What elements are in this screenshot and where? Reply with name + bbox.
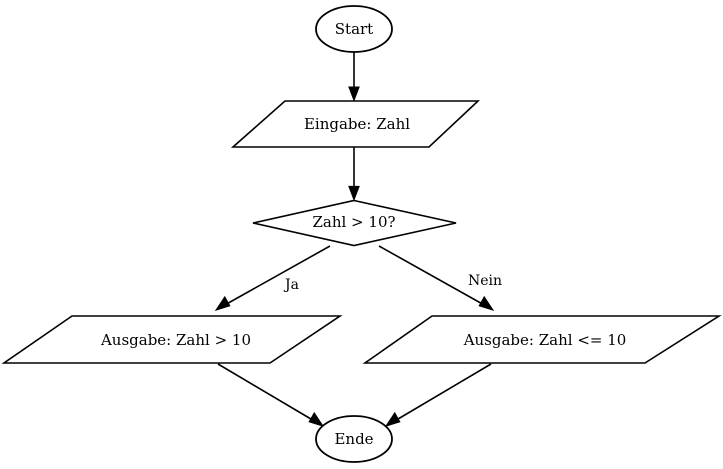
edge-ausgabe-nein-to-ende xyxy=(384,363,492,428)
start-ellipse-shape[interactable] xyxy=(315,5,393,53)
arrow-head-icon xyxy=(308,411,325,428)
edge-eingabe-to-bedingung xyxy=(348,147,360,202)
arrow-head-icon xyxy=(384,411,401,428)
edge-line xyxy=(392,363,492,423)
arrow-head-icon xyxy=(478,295,495,312)
node-label-ausgabe-nein: Ausgabe: Zahl <= 10 xyxy=(463,331,627,349)
bedingung-diamond-shape[interactable] xyxy=(252,199,457,247)
node-ausgabe-ja[interactable]: Ausgabe: Zahl > 10 xyxy=(1,315,343,364)
edge-ausgabe-ja-to-ende xyxy=(217,363,325,428)
node-label-start: Start xyxy=(335,20,373,38)
node-ende[interactable]: Ende xyxy=(315,415,393,463)
edge-line xyxy=(217,363,317,423)
edge-label-ja: Ja xyxy=(283,277,299,293)
node-label-ende: Ende xyxy=(334,430,373,448)
edge-bedingung-to-ausgabe-ja: Ja xyxy=(214,245,331,312)
node-start[interactable]: Start xyxy=(315,5,393,53)
edge-label-nein: Nein xyxy=(468,273,502,289)
node-label-ausgabe-ja: Ausgabe: Zahl > 10 xyxy=(100,331,251,349)
node-bedingung[interactable]: Zahl > 10? xyxy=(252,199,457,247)
node-label-eingabe: Eingabe: Zahl xyxy=(304,115,410,133)
node-eingabe[interactable]: Eingabe: Zahl xyxy=(230,100,481,148)
ausgabe-ja-parallelogram-shape[interactable] xyxy=(1,315,343,364)
eingabe-parallelogram-shape[interactable] xyxy=(230,100,481,148)
arrow-head-icon xyxy=(348,185,360,202)
ende-ellipse-shape[interactable] xyxy=(315,415,393,463)
ausgabe-nein-parallelogram-shape[interactable] xyxy=(362,315,722,364)
edge-line xyxy=(378,245,487,307)
node-label-bedingung: Zahl > 10? xyxy=(312,213,395,231)
arrow-head-icon xyxy=(214,295,231,312)
edge-start-to-eingabe xyxy=(348,52,360,102)
arrow-head-icon xyxy=(348,86,360,102)
edge-bedingung-to-ausgabe-nein: Nein xyxy=(378,245,502,312)
node-ausgabe-nein[interactable]: Ausgabe: Zahl <= 10 xyxy=(362,315,722,364)
edge-line xyxy=(222,245,331,307)
